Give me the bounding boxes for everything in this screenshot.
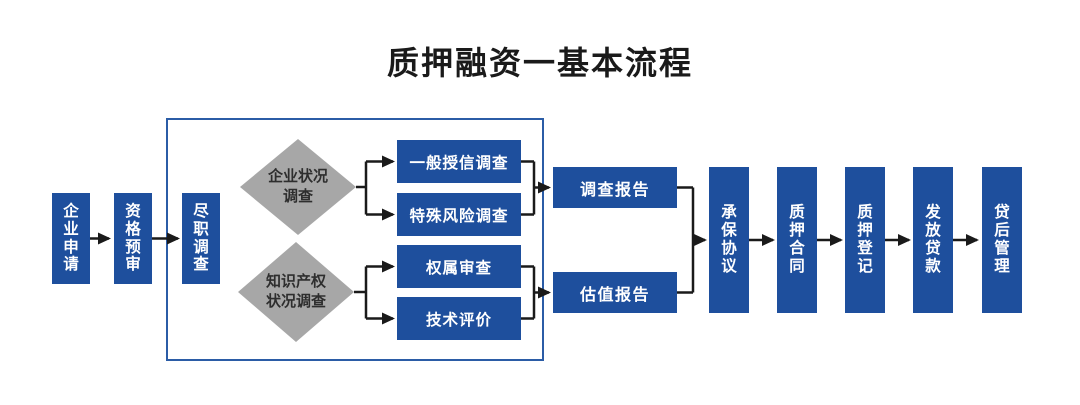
node-investigation-report: 调查报告 xyxy=(553,167,677,208)
diamond-enterprise-status-shape xyxy=(240,139,356,235)
connector-diamond2-split xyxy=(354,266,368,319)
node-due-diligence-label: 尽职调查 xyxy=(193,202,209,274)
node-general-credit-investigation-label: 一般授信调查 xyxy=(409,154,509,172)
diamond-ip-status-line1: 知识产权 xyxy=(265,272,326,290)
connector-merge-bottom xyxy=(521,265,536,320)
diamond-enterprise-status: 企业状况 调查 xyxy=(238,157,358,217)
node-pledge-registration-label: 质押登记 xyxy=(857,204,873,275)
node-pledge-contract: 质押合同 xyxy=(777,167,817,313)
diamond-ip-status-shape xyxy=(238,242,354,342)
node-post-loan-management-label: 贷后管理 xyxy=(994,204,1010,275)
node-investigation-report-label: 调查报告 xyxy=(579,181,650,199)
node-valuation-report-label: 估值报告 xyxy=(579,286,650,304)
node-loan-disbursement: 发放贷款 xyxy=(913,167,953,313)
node-special-risk-investigation-label: 特殊风险调查 xyxy=(409,207,509,225)
node-ownership-review: 权属审查 xyxy=(397,245,521,288)
node-pledge-registration: 质押登记 xyxy=(845,167,885,313)
node-pledge-contract-label: 质押合同 xyxy=(789,204,805,275)
node-general-credit-investigation: 一般授信调查 xyxy=(397,140,521,183)
diamond-ip-status-line2: 状况调查 xyxy=(265,293,326,310)
node-enterprise-application: 企业申请 xyxy=(52,193,90,284)
node-qualification-prereview: 资格预审 xyxy=(114,193,152,284)
node-due-diligence: 尽职调查 xyxy=(182,193,220,284)
node-technical-evaluation: 技术评价 xyxy=(397,297,521,340)
node-technical-evaluation-label: 技术评价 xyxy=(425,311,492,329)
diamond-ip-status: 知识产权 状况调查 xyxy=(236,262,356,322)
diamond-enterprise-status-line2: 调查 xyxy=(282,188,313,205)
page-title: 质押融资一基本流程 xyxy=(386,45,693,81)
connector-merge-top xyxy=(521,160,536,216)
node-ownership-review-label: 权属审查 xyxy=(425,259,492,277)
node-underwriting-agreement: 承保协议 xyxy=(709,167,749,313)
node-valuation-report: 估值报告 xyxy=(553,272,677,313)
node-qualification-prereview-label: 资格预审 xyxy=(125,202,141,274)
node-underwriting-agreement-label: 承保协议 xyxy=(721,204,737,275)
connector-diamond1-split xyxy=(356,161,368,215)
node-special-risk-investigation: 特殊风险调查 xyxy=(397,193,521,236)
diamond-enterprise-status-line1: 企业状况 xyxy=(267,167,328,185)
connector-merge-reports xyxy=(677,186,695,294)
node-post-loan-management: 贷后管理 xyxy=(982,167,1022,313)
node-loan-disbursement-label: 发放贷款 xyxy=(925,204,941,275)
node-enterprise-application-label: 企业申请 xyxy=(63,202,79,274)
